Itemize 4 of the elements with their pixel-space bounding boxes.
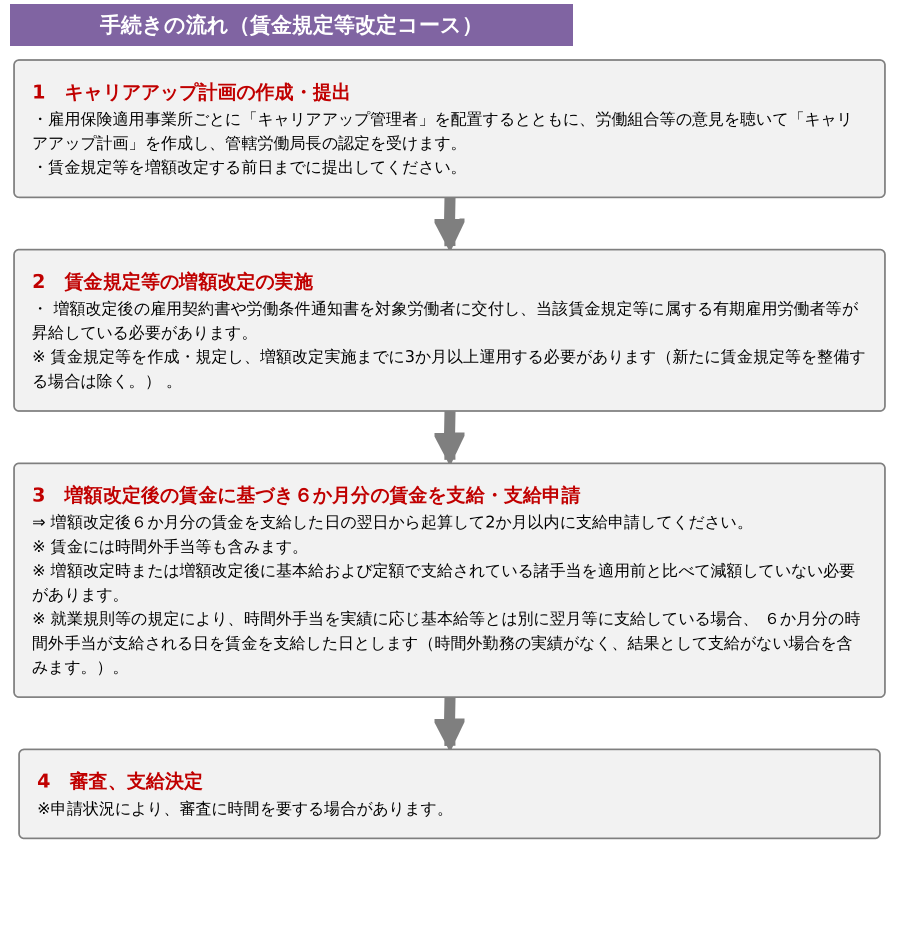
arrow <box>432 198 466 251</box>
arrow <box>432 698 466 750</box>
diagram-title: 手続きの流れ（賃金規定等改定コース） <box>10 4 573 46</box>
arrow <box>432 411 466 464</box>
